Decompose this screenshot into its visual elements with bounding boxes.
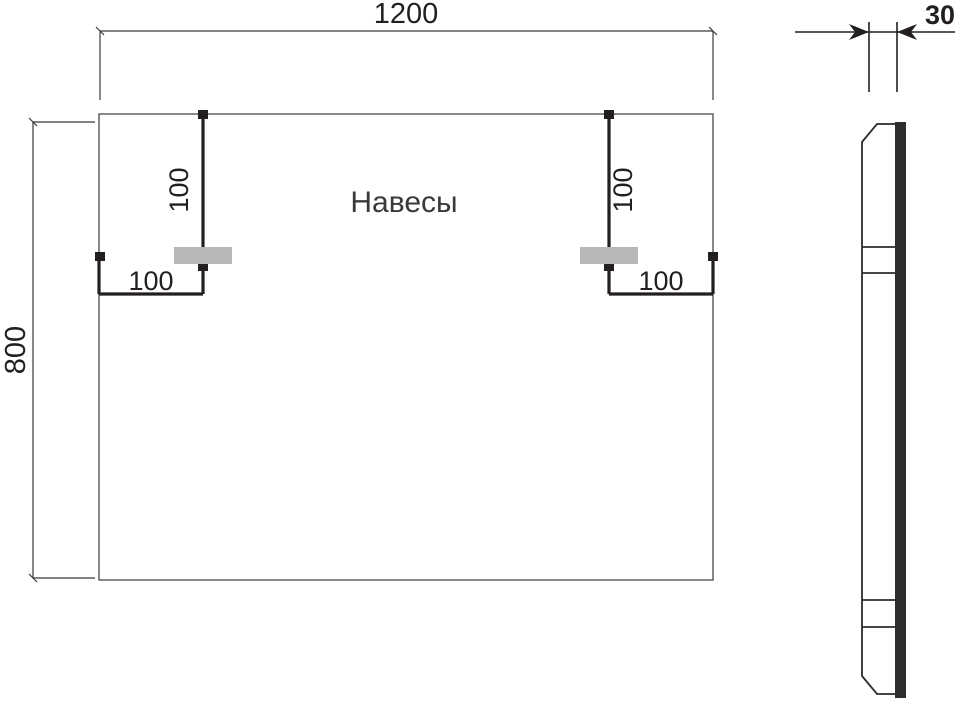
width-tick-left bbox=[95, 26, 105, 36]
overall-height-value: 800 bbox=[0, 326, 32, 374]
thickness-dimension-group: 30 bbox=[795, 0, 955, 92]
left-node-edge bbox=[95, 252, 105, 261]
right-hanger-side-offset-value: 100 bbox=[638, 266, 683, 296]
height-tick-top bbox=[28, 117, 38, 127]
overall-width-value: 1200 bbox=[374, 0, 439, 30]
left-node-top bbox=[198, 110, 208, 119]
panel-outline-rect bbox=[98, 113, 714, 581]
height-tick-bottom bbox=[28, 573, 38, 583]
left-hanger-plate bbox=[174, 247, 232, 264]
right-hanger-plate bbox=[580, 247, 638, 264]
left-hanger-top-offset-value: 100 bbox=[164, 167, 194, 212]
frame-profile-outline bbox=[861, 123, 895, 695]
thickness-arrow-right bbox=[897, 24, 917, 40]
front-view-group bbox=[98, 113, 714, 581]
right-node-top bbox=[604, 110, 614, 119]
right-node-hanger-lower bbox=[604, 262, 614, 271]
width-tick-right bbox=[708, 26, 718, 36]
right-node-edge bbox=[708, 252, 718, 261]
overall-height-dimension: 800 bbox=[0, 117, 95, 583]
right-hanger-top-offset-value: 100 bbox=[608, 167, 638, 212]
side-view-group bbox=[861, 122, 906, 698]
left-node-hanger-lower bbox=[198, 262, 208, 271]
thickness-value: 30 bbox=[925, 0, 955, 30]
left-hanger-dimension-group: 100 100 bbox=[95, 110, 232, 296]
thickness-arrow-left bbox=[849, 24, 869, 40]
page-title: Навесы bbox=[350, 186, 457, 219]
right-hanger-dimension-group: 100 100 bbox=[580, 110, 718, 296]
mirror-edge-bar bbox=[895, 122, 906, 698]
left-hanger-side-offset-value: 100 bbox=[128, 266, 173, 296]
overall-width-dimension: 1200 bbox=[95, 0, 718, 100]
